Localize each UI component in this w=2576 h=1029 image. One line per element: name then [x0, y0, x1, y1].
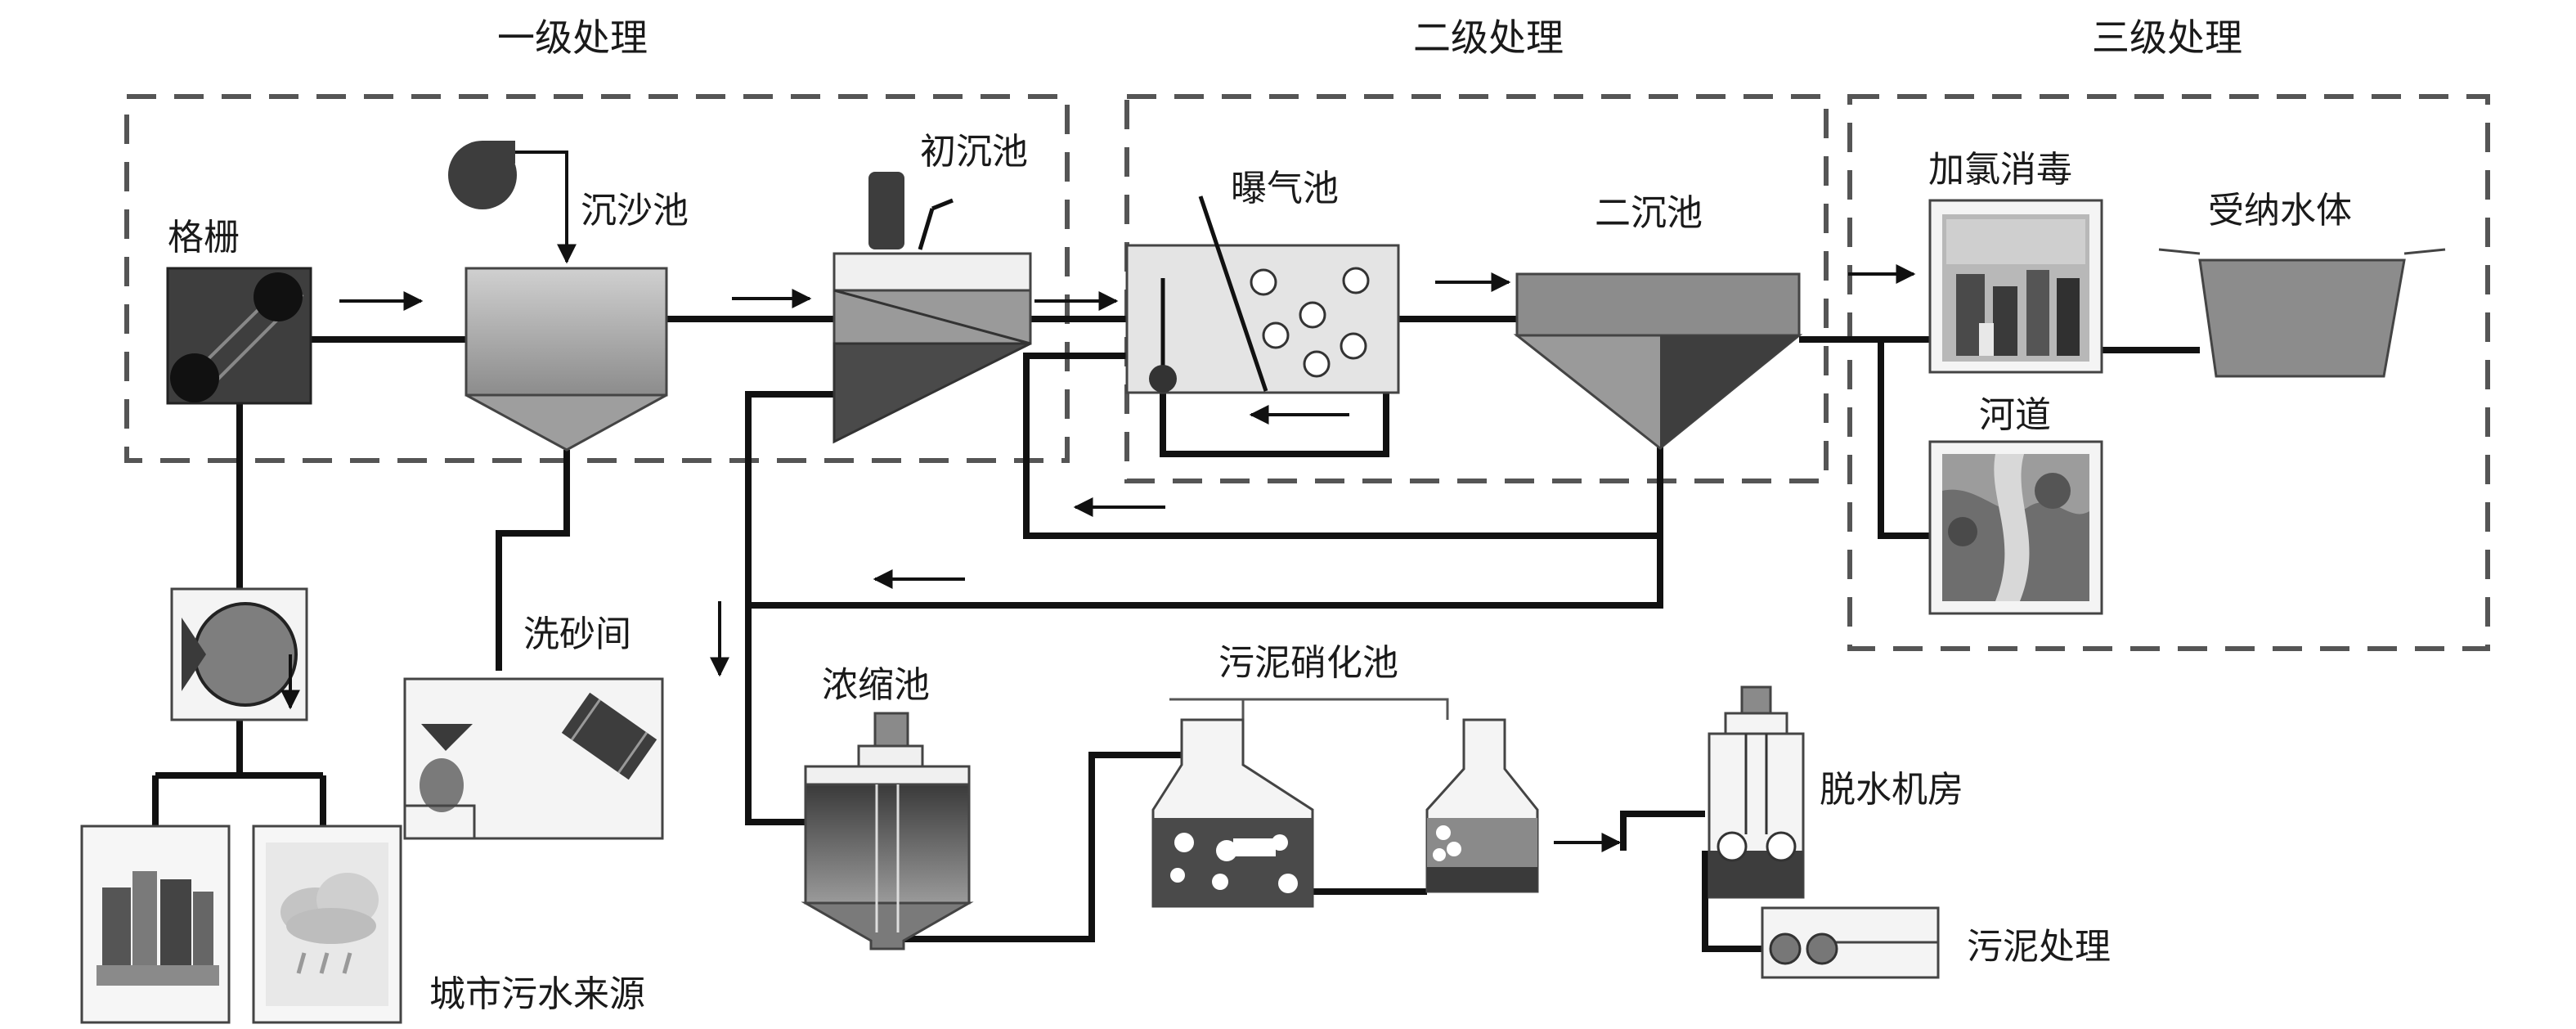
sand-washing-label: 洗砂间 — [523, 613, 631, 655]
primary-clarifier-label: 初沉池 — [920, 131, 1028, 173]
primary-clarifier-unit — [832, 172, 1032, 444]
secondary-section-title: 二级处理 — [1413, 16, 1564, 60]
thickener-label: 浓缩池 — [822, 664, 930, 706]
thickener-unit — [801, 712, 974, 950]
aeration-tank-label: 曝气池 — [1231, 168, 1339, 209]
tertiary-section-title: 三级处理 — [2092, 16, 2242, 60]
sludge-disposal-label: 污泥处理 — [1967, 926, 2111, 968]
wastewater-source-label: 城市污水来源 — [429, 973, 645, 1015]
rain-cloud-icon — [252, 825, 402, 1024]
aeration-tank-unit — [1125, 195, 1400, 394]
dewatering-label: 脱水机房 — [1820, 769, 1963, 811]
sludge-disposal-unit — [1761, 906, 1940, 979]
river-map-photo — [1928, 440, 2103, 615]
dewatering-unit — [1708, 685, 1805, 899]
mixer-motor-icon — [868, 172, 954, 250]
grit-chamber-unit — [464, 267, 668, 452]
primary-section-box — [124, 94, 1070, 463]
chlorination-plant-photo — [1928, 199, 2103, 374]
screen-label: 格栅 — [168, 217, 240, 258]
secondary-clarifier-unit — [1513, 272, 1803, 450]
screen-unit — [166, 267, 312, 405]
blower-fan-icon — [448, 141, 568, 209]
primary-section-title: 一级处理 — [497, 16, 648, 60]
sand-washing-unit — [403, 677, 664, 840]
digester-label: 污泥硝化池 — [1218, 642, 1398, 684]
city-icon — [80, 825, 231, 1024]
digester-unit — [1151, 698, 1539, 908]
river-label: 河道 — [1979, 394, 2051, 436]
grit-chamber-label: 沉沙池 — [581, 190, 689, 231]
secondary-section-box — [1124, 94, 1829, 483]
secondary-clarifier-label: 二沉池 — [1595, 192, 1703, 234]
pump-icon — [170, 587, 308, 721]
tertiary-section-box — [1847, 94, 2490, 651]
flow-arrows — [339, 176, 1916, 852]
receiving-water-unit — [2158, 248, 2446, 378]
receiving-water-label: 受纳水体 — [2208, 190, 2352, 231]
chlorination-label: 加氯消毒 — [1928, 149, 2072, 191]
